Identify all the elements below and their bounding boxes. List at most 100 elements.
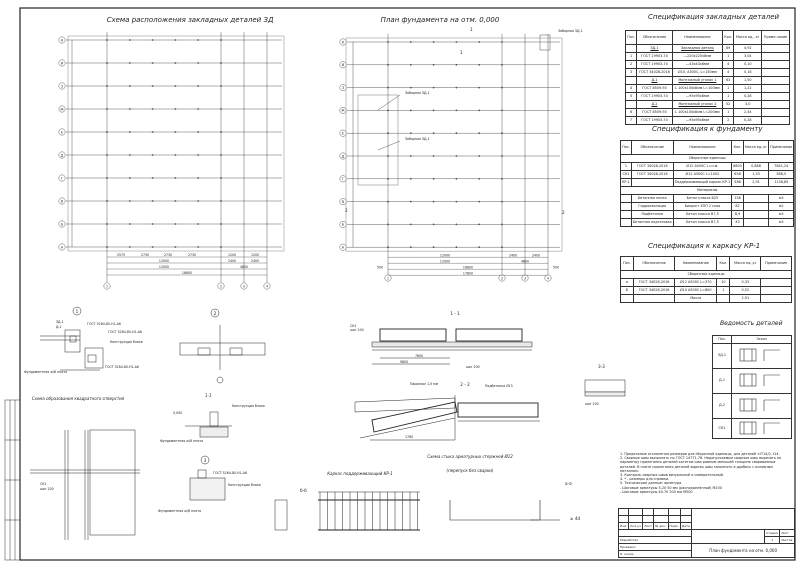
block-label: Конструкция блока <box>232 404 265 408</box>
embedded-part-mark <box>151 85 154 87</box>
table-cell: 1,33 <box>742 170 770 179</box>
spec-kr1-title: Спецификация к каркасу КР-1 <box>648 242 761 250</box>
dimension-label: 2400 <box>509 253 517 257</box>
embedded-part-mark <box>432 200 435 203</box>
node-2-detail <box>179 308 266 384</box>
embedded-part-mark <box>455 109 458 112</box>
table-cell: ГОСТ 34028-2016 <box>632 286 676 295</box>
tb-sheet-number: 1 <box>764 536 781 544</box>
table-cell: ГОСТ 34028-2016 <box>632 278 676 287</box>
callout-label: Заборная ЗД-1 <box>405 137 430 141</box>
section-bb-label: б-б <box>300 488 307 493</box>
axis-bubble <box>339 107 347 114</box>
axis-label: А <box>61 245 64 249</box>
plan-foundation-callouts: Заборная ЗД-1 Заборная ЗД-1 Заборная ЗД-… <box>345 27 583 215</box>
dimension-label: 12000 <box>440 259 450 263</box>
table-cell <box>624 76 638 85</box>
axis-bubble <box>58 174 66 182</box>
embedded-part-mark <box>409 63 412 66</box>
embedded-part-mark <box>409 246 412 249</box>
part-mark: ЗД-1 <box>712 343 732 369</box>
note-line: - Шаговые арматуры 5-20 50 мм (распредел… <box>620 485 722 490</box>
embedded-part-mark <box>128 200 131 202</box>
slab-outline <box>345 37 563 252</box>
axis-label: 3 <box>524 276 526 280</box>
axis-bubble <box>58 105 66 113</box>
embedded-part-mark <box>197 246 200 248</box>
table-cell: Бетон класса В7,5 <box>672 210 733 219</box>
embedded-part-mark <box>409 109 412 112</box>
section-1-1-title: 1 - 1 <box>450 311 460 316</box>
table-cell: 0,18 <box>733 68 763 77</box>
table-cell: ГОСТ 19903-74 <box>636 92 673 101</box>
embedded-part-mark <box>478 63 481 66</box>
table-cell: Кол. <box>731 140 744 155</box>
axis-label: В <box>61 199 63 203</box>
table-cell: 158 <box>731 194 744 203</box>
kr1-bars <box>319 492 418 530</box>
embedded-part-mark <box>455 177 458 180</box>
axis-label: Г <box>61 176 63 180</box>
axis-bubble <box>58 59 66 67</box>
table-cell: Наименование <box>671 30 724 45</box>
table-cell: 10 <box>716 278 731 287</box>
vedomost-row: ЗД-1 <box>712 343 792 369</box>
table-cell: Масса ед.,кг <box>729 256 762 271</box>
step-label: шаг 200 <box>40 487 54 491</box>
tb-header: Дата <box>680 522 693 530</box>
slab-label: Фундаментная ж/б плита <box>160 439 203 443</box>
table-cell: 5 <box>624 92 638 101</box>
embedded-part-mark <box>478 200 481 203</box>
node-3-detail <box>189 455 226 501</box>
table-cell: Кол. <box>722 30 735 45</box>
dimension-label: 2730 <box>141 253 149 257</box>
weld-note: ГОСТ 5264-80-Н1-Δ6 <box>108 330 142 334</box>
axis-bubble <box>498 274 506 282</box>
embedded-part-mark <box>151 62 154 64</box>
table-cell: КР-1 <box>620 178 632 187</box>
node-3-mark: 3 <box>204 458 207 463</box>
dimension-label: 12000 <box>159 259 169 263</box>
podbetonka-label: Подбетонка Ø15 <box>485 383 513 388</box>
table-cell: 43 <box>731 218 744 227</box>
embedded-part-mark <box>197 154 200 156</box>
axis-bubble <box>103 282 111 290</box>
section-mark: 1 <box>470 27 473 32</box>
section-aa-label: а-а <box>565 481 572 486</box>
section-1-1-label: 1-1 <box>205 393 212 398</box>
table-section-row: Материалы <box>619 186 795 195</box>
axis-label: Ж <box>60 107 64 111</box>
table-cell: 4,92 <box>733 44 763 53</box>
table-cell: 1 <box>722 108 735 117</box>
axis-label: Д <box>342 154 345 158</box>
embedded-part-mark <box>197 108 200 110</box>
embedded-part-mark <box>409 132 412 135</box>
table-cell <box>761 60 790 69</box>
vedomost-title: Ведомость деталей <box>720 320 783 327</box>
section-label: Материалы <box>619 186 795 195</box>
table-cell: —220х220х8мм <box>671 52 724 61</box>
table-cell <box>742 194 770 203</box>
axis-bubble <box>521 274 529 282</box>
table-cell: 3,0 <box>733 100 763 109</box>
embedded-part-mark <box>478 223 481 226</box>
table-cell: Примечание <box>760 256 792 271</box>
table-cell: Наименование <box>672 140 733 155</box>
block-label: Конструкция блока <box>228 483 261 487</box>
side-stamp <box>4 399 21 561</box>
table-cell: а <box>620 278 634 287</box>
axis-label: 2 <box>220 284 222 288</box>
table-cell <box>760 278 792 287</box>
embedded-part-mark <box>128 246 131 248</box>
note-line: - Шаговые арматуры 40-70 200 мм М500 <box>620 489 693 494</box>
embedded-part-mark <box>197 223 200 225</box>
embedded-part-mark <box>197 131 200 133</box>
section-3-3-title: 3-3 <box>598 364 605 369</box>
